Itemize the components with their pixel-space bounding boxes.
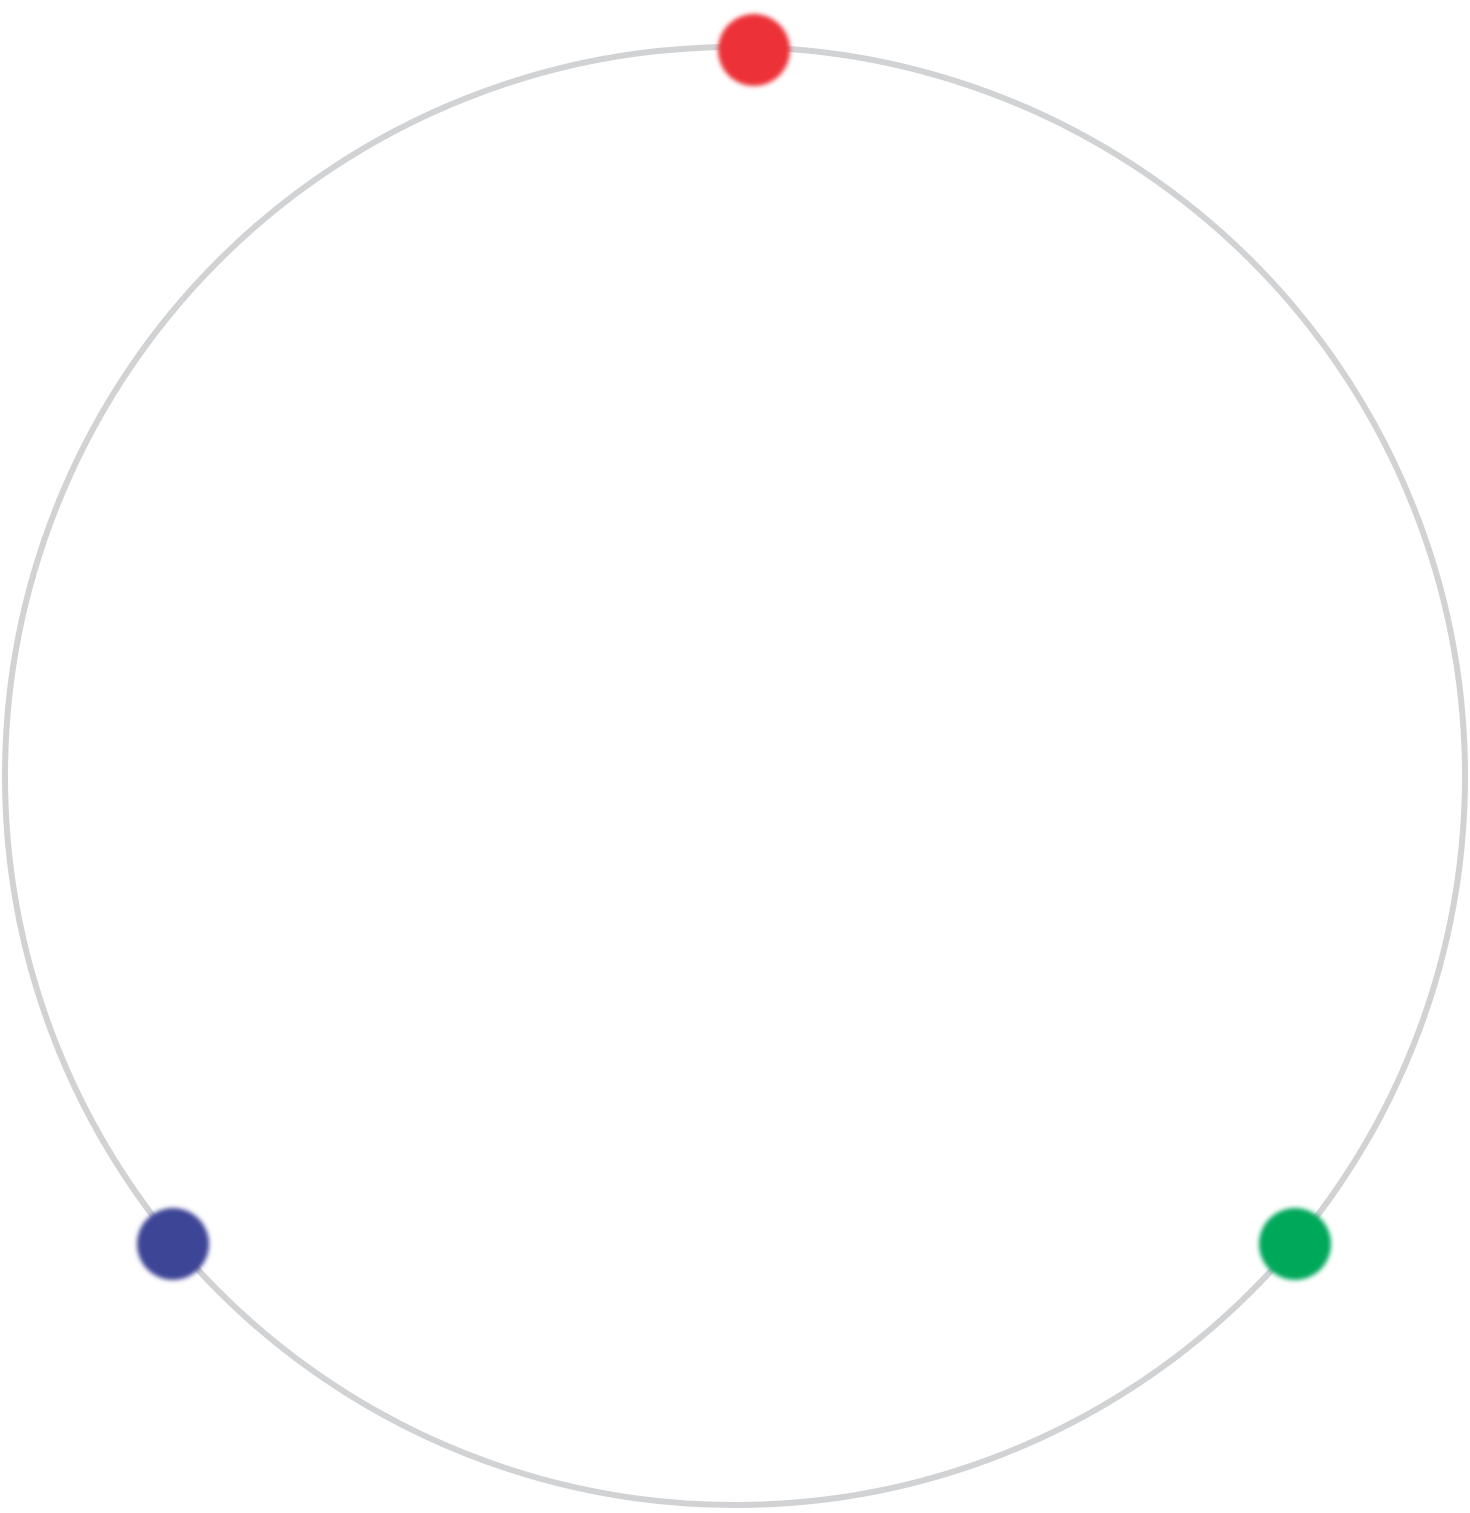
red-dot (718, 14, 790, 86)
green-dot (1259, 1208, 1331, 1280)
blue-dot (137, 1208, 209, 1280)
ring (2, 44, 1468, 1508)
